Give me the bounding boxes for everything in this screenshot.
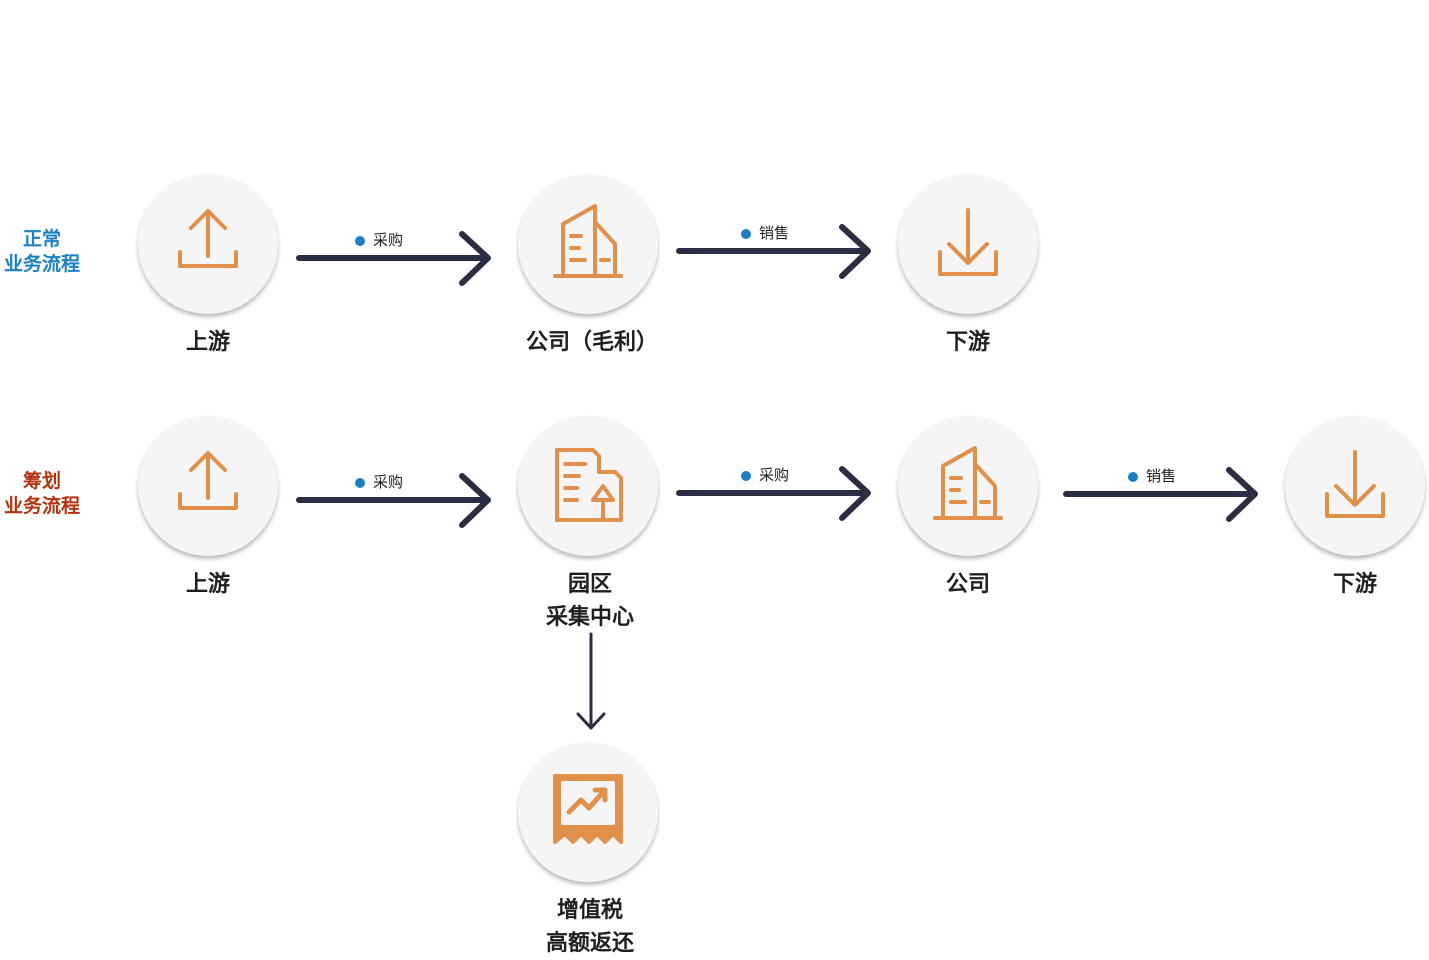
growth-chart-icon <box>553 774 623 844</box>
dot-marker <box>355 236 365 246</box>
edge-label-sales: 销售 <box>741 223 789 243</box>
node-label-vat-refund: 增值税 高额返还 <box>545 898 634 956</box>
node-label-upstream: 上游 <box>185 330 230 355</box>
dot-marker <box>355 478 365 488</box>
company-building-icon <box>553 204 623 278</box>
arrow-purchase <box>296 473 491 528</box>
arrow-purchase <box>676 466 871 521</box>
node-label-park-collection-center: 园区 采集中心 <box>545 572 634 630</box>
planning-process-label: 筹划 业务流程 <box>3 470 80 517</box>
download-icon <box>938 208 998 276</box>
node-downstream <box>898 174 1038 314</box>
upload-icon <box>178 209 238 268</box>
node-upstream <box>138 174 278 314</box>
dot-marker <box>1128 472 1138 482</box>
node-park-collection-center <box>518 416 658 556</box>
edge-label-purchase: 采购 <box>741 465 789 485</box>
edge-label-purchase: 采购 <box>355 230 403 250</box>
park-document-icon <box>555 448 623 522</box>
node-downstream <box>1285 416 1425 556</box>
arrow-purchase <box>296 231 491 286</box>
node-label-company-margin: 公司（毛利） <box>525 330 658 355</box>
arrow-down <box>576 632 606 730</box>
dot-marker <box>741 229 751 239</box>
normal-process-label: 正常 业务流程 <box>3 228 80 275</box>
dot-marker <box>741 471 751 481</box>
arrow-sales <box>676 224 871 279</box>
download-icon <box>1325 450 1385 518</box>
upload-icon <box>178 451 238 510</box>
node-label-upstream: 上游 <box>185 572 230 597</box>
company-building-icon <box>933 446 1003 520</box>
node-upstream <box>138 416 278 556</box>
node-company <box>898 416 1038 556</box>
node-label-company: 公司 <box>945 572 990 597</box>
arrow-sales <box>1063 467 1258 522</box>
node-label-downstream: 下游 <box>1332 572 1377 597</box>
node-vat-refund <box>518 742 658 882</box>
edge-label-sales: 销售 <box>1128 466 1176 486</box>
edge-label-purchase: 采购 <box>355 472 403 492</box>
node-company <box>518 174 658 314</box>
node-label-downstream: 下游 <box>945 330 990 355</box>
